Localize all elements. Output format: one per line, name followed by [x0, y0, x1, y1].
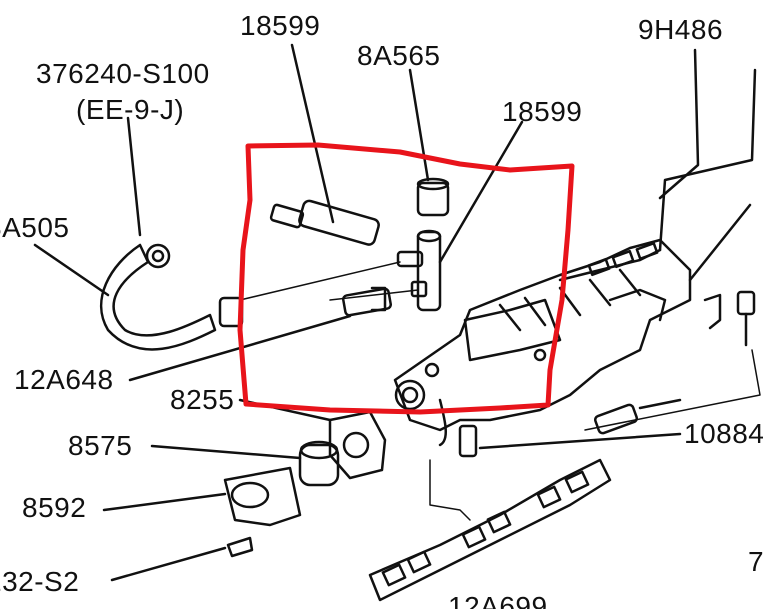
leader-9H486 — [658, 48, 700, 200]
callout-18599-right: 18599 — [502, 96, 583, 127]
bolt-right — [736, 290, 756, 316]
leader-8592 — [102, 492, 227, 512]
leader-132 — [110, 546, 227, 582]
dash-line-mid — [329, 289, 419, 301]
manifold-gasket-lower — [368, 458, 612, 602]
leader-8575 — [150, 444, 302, 460]
leader-8A505 — [33, 243, 110, 297]
bolt-132 — [226, 536, 254, 558]
leader-10884-b — [638, 398, 682, 410]
callout-9H486: 9H486 — [638, 14, 724, 45]
dash-line-left — [239, 261, 401, 301]
callout-8575: 8575 — [68, 430, 133, 461]
leader-8A565 — [408, 68, 430, 182]
callout-132-S2: 132-S2 — [0, 566, 80, 597]
callout-376240-S100: 376240-S100 — [36, 58, 210, 89]
callout-8A565: 8A565 — [357, 40, 441, 71]
tee-fitting — [416, 230, 442, 312]
dash-line-right — [584, 349, 761, 431]
callout-8A505: 8A505 — [0, 212, 70, 243]
highlight-box — [237, 142, 575, 415]
tube-18599-left — [298, 199, 380, 246]
callout-EE-9-J: (EE-9-J) — [76, 94, 185, 125]
leader-10884 — [478, 432, 682, 450]
callout-18599-left: 18599 — [240, 10, 321, 41]
sender-12A648 — [341, 287, 393, 317]
hose-clamp — [145, 243, 171, 269]
sender-10884 — [594, 403, 638, 435]
thermostat-8575 — [298, 443, 340, 487]
leader-18599-left — [290, 43, 335, 224]
callout-12A699: 12A699 — [448, 591, 548, 609]
callout-10884: 10884 — [684, 418, 765, 449]
intake-manifold — [393, 238, 692, 432]
callout-7: 7 — [748, 546, 765, 577]
water-outlet-8592 — [223, 466, 302, 527]
callout-12A648: 12A648 — [14, 364, 114, 395]
border-line-right — [658, 68, 757, 252]
leader-9H486-b — [688, 203, 752, 282]
callout-8255: 8255 — [170, 384, 235, 415]
leader-376240 — [126, 116, 142, 237]
leader-18599-right — [438, 120, 524, 264]
cap-8A565 — [416, 181, 450, 217]
hose-part — [99, 243, 217, 351]
callout-8592: 8592 — [22, 492, 87, 523]
